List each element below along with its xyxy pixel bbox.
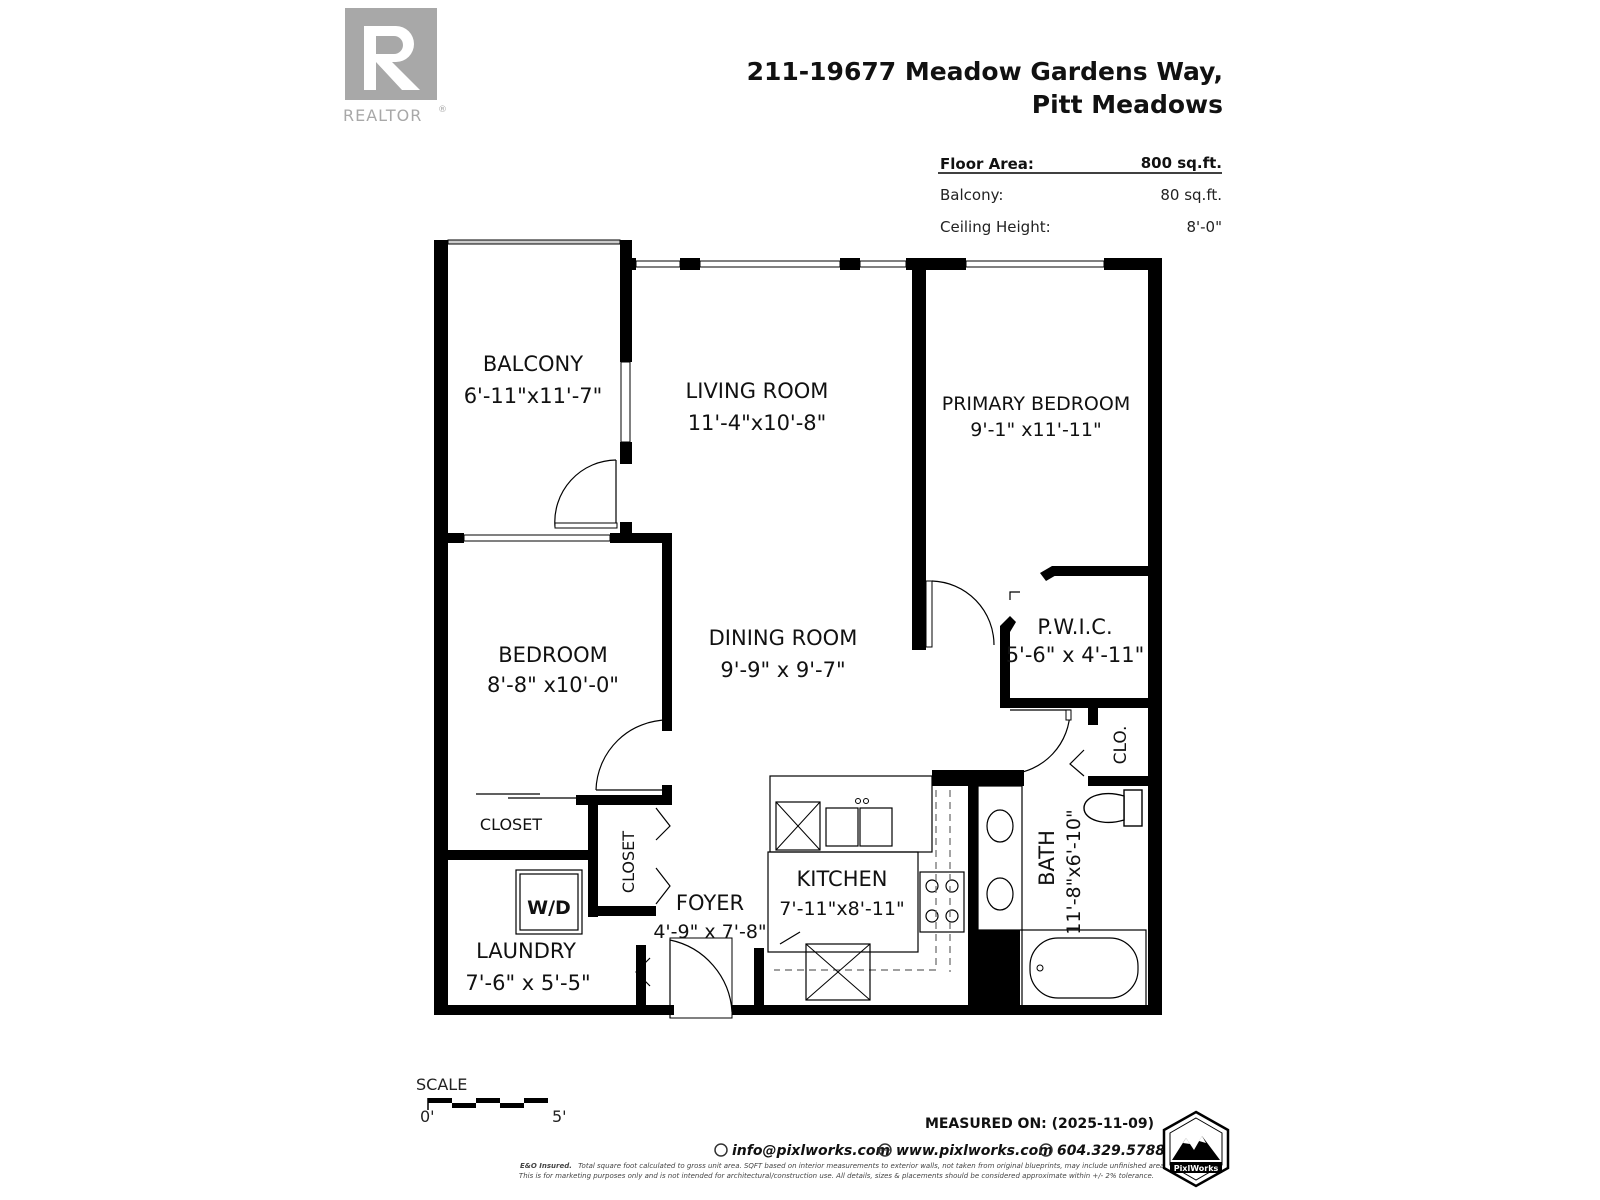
- room-bedroom-name: BEDROOM: [498, 643, 608, 667]
- plan-fixtures: [515, 775, 1147, 1007]
- room-pwic-dims: 5'-6" x 4'-11": [1006, 643, 1145, 667]
- room-bath-name: BATH: [1035, 830, 1059, 886]
- room-foyer-dims: 4'-9" x 7'-8": [653, 921, 766, 943]
- ceiling-height-value: 8'-0": [1186, 218, 1222, 236]
- room-balcony-dims: 6'-11"x11'-7": [464, 384, 603, 408]
- floor-area-label: Floor Area:: [940, 155, 1034, 173]
- room-foyer-name: FOYER: [676, 891, 744, 915]
- scale-end: 5': [552, 1107, 567, 1126]
- svg-text:E&O Insured. Total squar: E&O Insured. Total square foot calculate…: [520, 1162, 1167, 1170]
- room-bath-dims: 11'-8"x6'-10": [1063, 809, 1085, 934]
- room-kitchen-name: KITCHEN: [797, 867, 888, 891]
- footer-phone: 604.329.5788: [1057, 1143, 1165, 1159]
- room-pwic-name: P.W.I.C.: [1037, 615, 1112, 639]
- address-line-2: Pitt Meadows: [1032, 90, 1223, 119]
- address-line-1: 211-19677 Meadow Gardens Way,: [747, 57, 1223, 86]
- ceiling-height-label: Ceiling Height:: [940, 218, 1051, 236]
- email-icon: [714, 1143, 728, 1157]
- disclaimer-line-1: Total square foot calculated to gross un…: [578, 1162, 1166, 1170]
- balcony-area-label: Balcony:: [940, 186, 1003, 204]
- room-closet-foyer-name: CLOSET: [619, 831, 638, 893]
- realtor-logo-text: REALTOR: [343, 106, 422, 125]
- room-laundry-name: LAUNDRY: [476, 939, 576, 963]
- room-balcony-name: BALCONY: [483, 352, 583, 376]
- room-primary-name: PRIMARY BEDROOM: [942, 393, 1130, 415]
- disclaimer-line-2: This is for marketing purposes only and …: [519, 1172, 1154, 1180]
- room-bedroom-dims: 8'-8" x10'-0": [487, 673, 619, 697]
- pixlworks-logo-text: PixlWorks: [1174, 1164, 1219, 1173]
- scale-bar: SCALE 0' 5': [416, 1075, 567, 1126]
- room-laundry-dims: 7'-6" x 5'-5": [465, 971, 590, 995]
- realtor-logo: REALTOR ®: [343, 8, 447, 125]
- registered-mark: ®: [438, 105, 447, 115]
- room-labels: BALCONY 6'-11"x11'-7" LIVING ROOM 11'-4"…: [464, 352, 1145, 995]
- footer-email: info@pixlworks.com: [732, 1143, 890, 1159]
- balcony-area-value: 80 sq.ft.: [1160, 186, 1222, 204]
- plan-doors: [476, 459, 1085, 1019]
- room-kitchen-dims: 7'-11"x8'-11": [779, 898, 904, 920]
- footer: MEASURED ON: (2025-11-09) info@pixlworks…: [519, 1110, 1230, 1188]
- room-clo-name: CLO.: [1111, 726, 1131, 765]
- pixlworks-logo: PixlWorks: [1162, 1110, 1230, 1188]
- laundry-appliance-label: W/D: [527, 897, 571, 919]
- plan-walls: [434, 239, 1162, 1015]
- room-closet-bedroom-name: CLOSET: [480, 815, 542, 834]
- disclaimer-lead: E&O Insured.: [520, 1162, 572, 1170]
- scale-label: SCALE: [416, 1075, 467, 1094]
- footer-website: www.pixlworks.com: [896, 1143, 1053, 1159]
- room-living-dims: 11'-4"x10'-8": [688, 411, 827, 435]
- room-primary-dims: 9'-1" x11'-11": [970, 419, 1101, 441]
- scale-start: 0': [420, 1107, 435, 1126]
- measured-on: MEASURED ON: (2025-11-09): [925, 1116, 1154, 1132]
- room-dining-name: DINING ROOM: [709, 626, 858, 650]
- room-dining-dims: 9'-9" x 9'-7": [720, 658, 845, 682]
- phone-icon: [1039, 1143, 1053, 1157]
- floor-area-value: 800 sq.ft.: [1141, 154, 1222, 172]
- room-living-name: LIVING ROOM: [686, 379, 829, 403]
